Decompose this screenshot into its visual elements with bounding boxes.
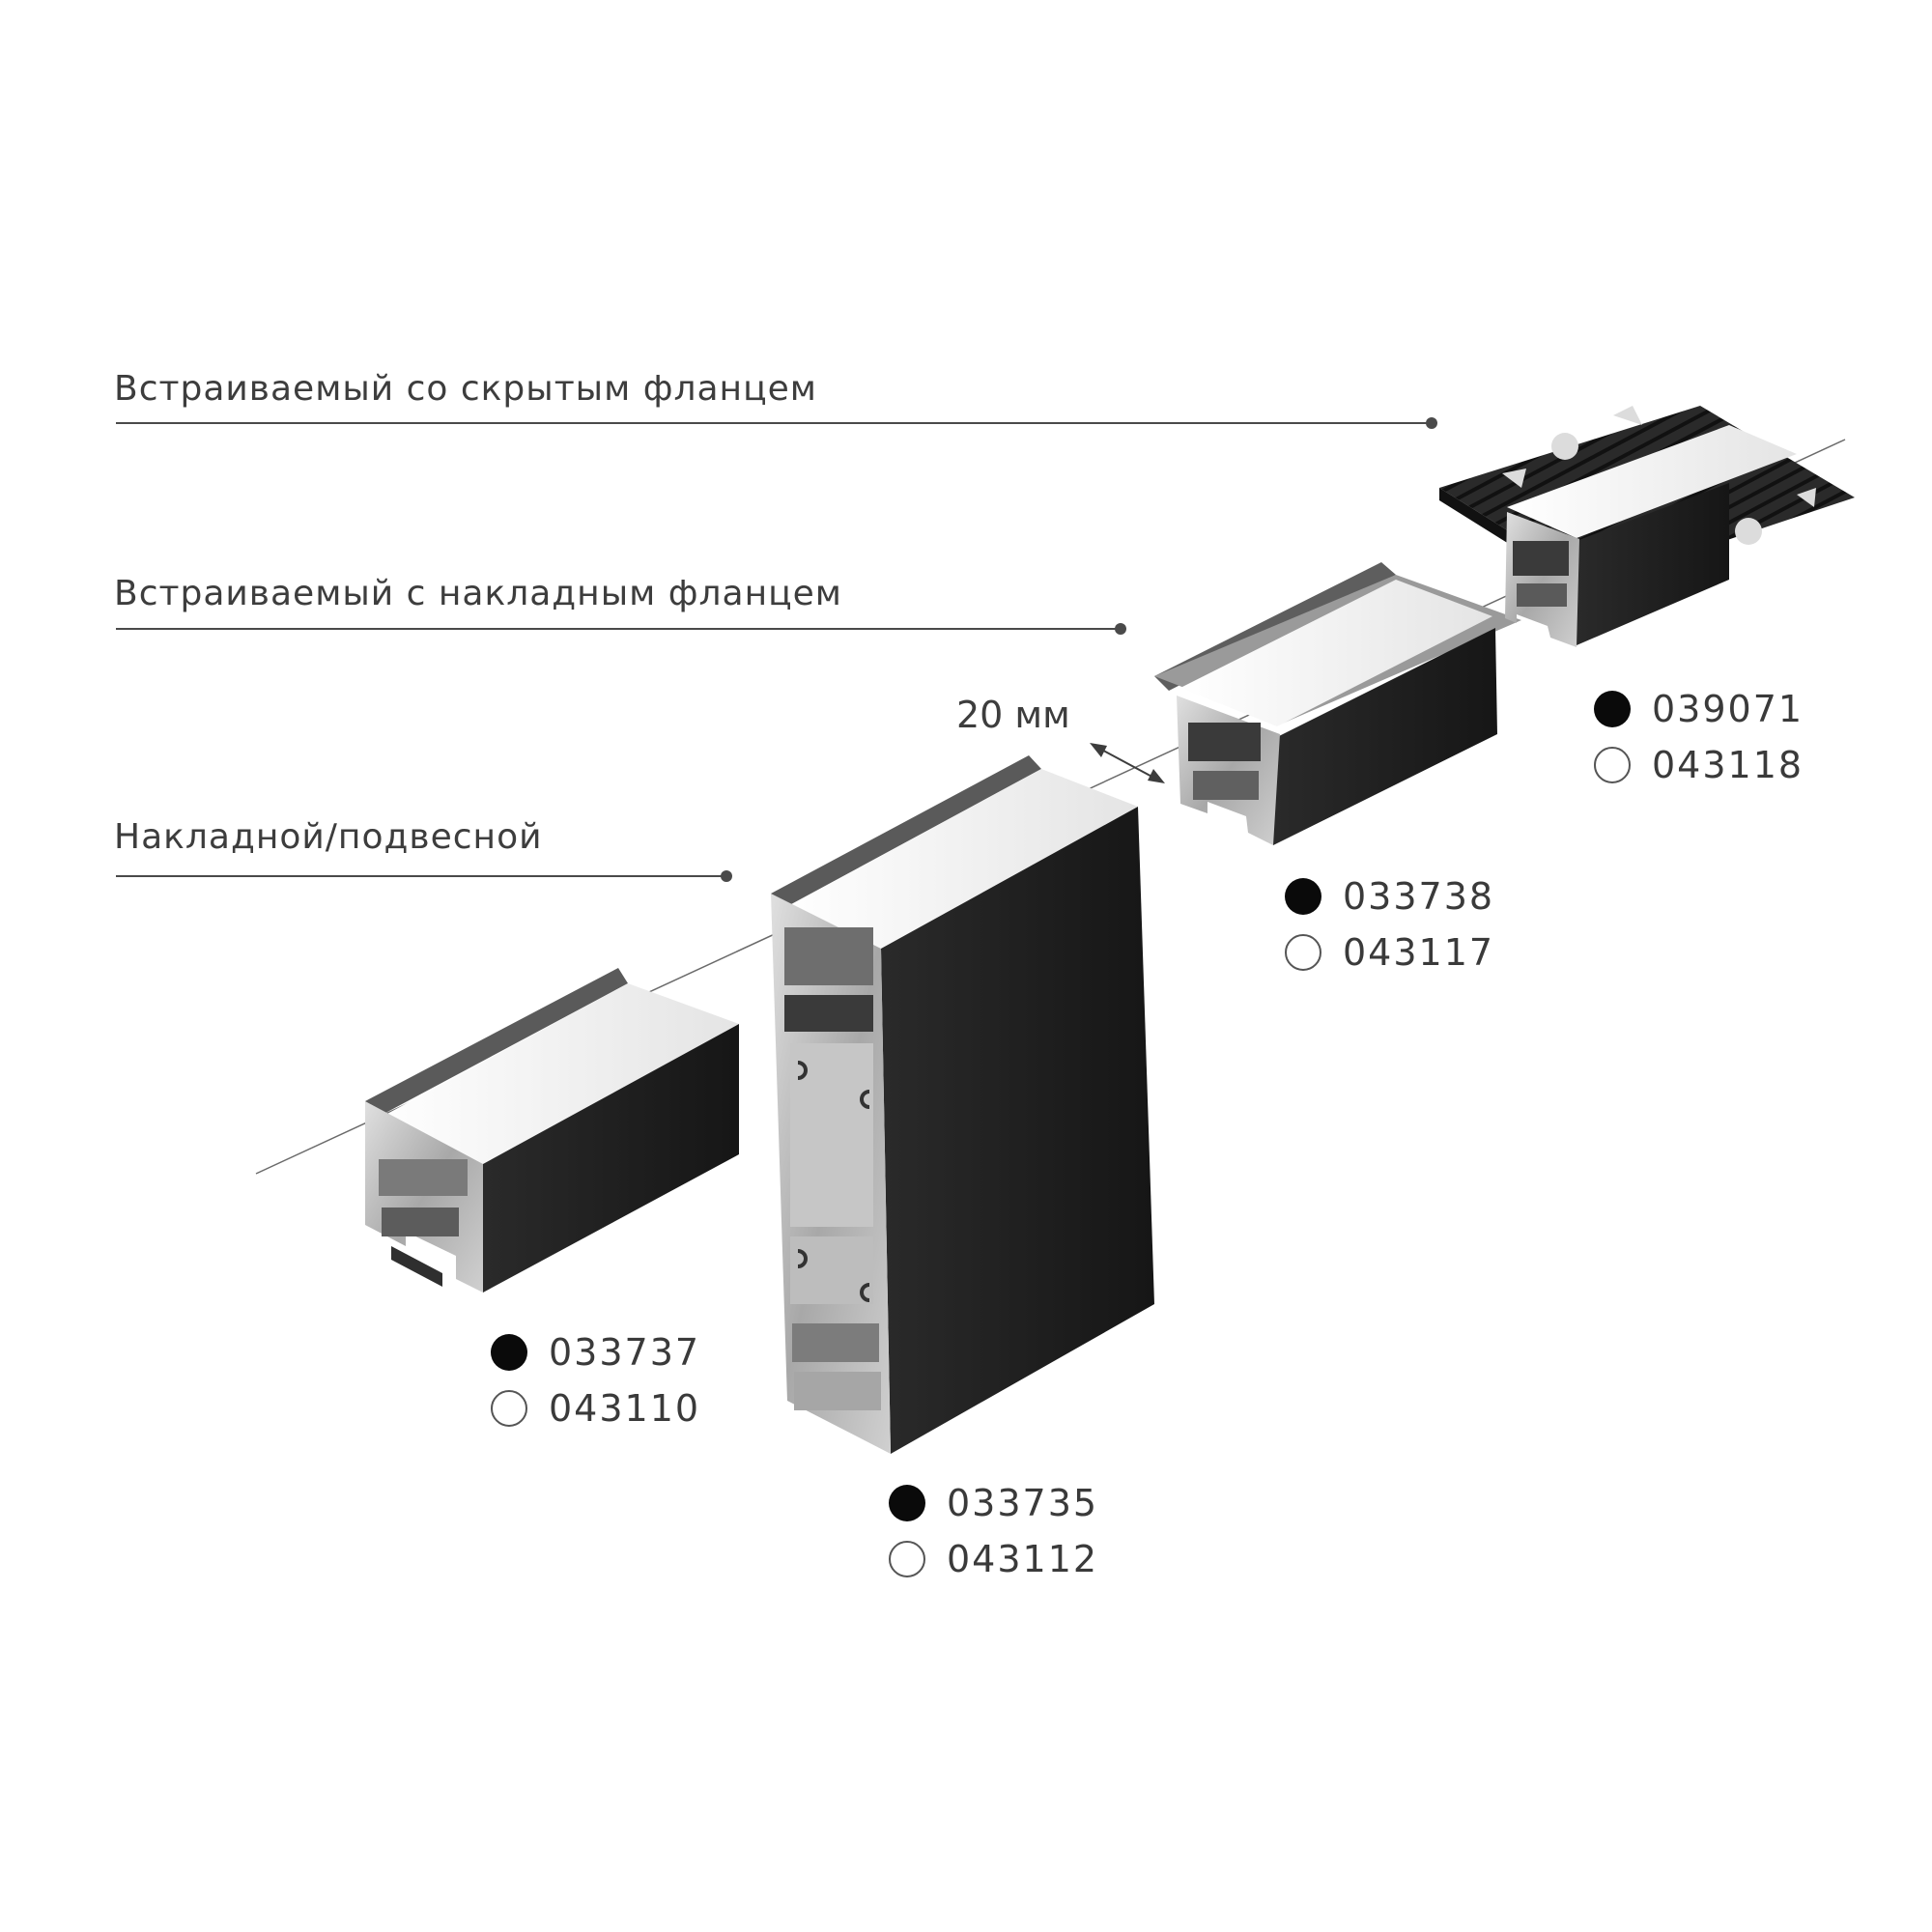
article-code: 039071 xyxy=(1652,688,1804,730)
caption-hidden-flange: Встраиваемый со скрытым фланцем xyxy=(114,369,817,409)
article-code: 033738 xyxy=(1343,875,1495,918)
leader-line-surface-suspended xyxy=(116,875,726,877)
profile-tall xyxy=(771,755,1154,1454)
leader-dot-surface-suspended xyxy=(721,870,732,882)
dimension-arrow xyxy=(1090,743,1165,783)
white-finish-swatch xyxy=(491,1390,527,1427)
profile-small xyxy=(365,968,739,1293)
article-code: 043112 xyxy=(947,1538,1099,1580)
leader-dot-hidden-flange xyxy=(1426,417,1437,429)
leader-line-hidden-flange xyxy=(116,422,1432,424)
leader-line-overlay-flange xyxy=(116,628,1121,630)
dimension-label: 20 мм xyxy=(956,694,1070,736)
code-row-small-white: 043110 xyxy=(491,1387,700,1430)
profile-hidden-flange xyxy=(1439,406,1855,647)
code-row-small-black: 033737 xyxy=(491,1331,700,1374)
leader-dot-overlay-flange xyxy=(1115,623,1126,635)
article-code: 043110 xyxy=(549,1387,701,1430)
code-row-overlay-black: 033738 xyxy=(1285,875,1494,918)
white-finish-swatch xyxy=(889,1541,925,1577)
code-row-overlay-white: 043117 xyxy=(1285,931,1494,974)
code-row-hidden-white: 043118 xyxy=(1594,744,1804,786)
black-finish-swatch xyxy=(1285,878,1321,915)
code-row-tall-black: 033735 xyxy=(889,1482,1098,1524)
code-row-hidden-black: 039071 xyxy=(1594,688,1804,730)
article-code: 043118 xyxy=(1652,744,1804,786)
black-finish-swatch xyxy=(889,1485,925,1521)
white-finish-swatch xyxy=(1594,747,1631,783)
code-row-tall-white: 043112 xyxy=(889,1538,1098,1580)
caption-overlay-flange: Встраиваемый с накладным фланцем xyxy=(114,574,842,613)
article-code: 043117 xyxy=(1343,931,1495,974)
white-finish-swatch xyxy=(1285,934,1321,971)
profile-overlay-flange xyxy=(1154,562,1521,845)
article-code: 033735 xyxy=(947,1482,1099,1524)
caption-surface-suspended: Накладной/подвесной xyxy=(114,817,543,857)
black-finish-swatch xyxy=(1594,691,1631,727)
article-code: 033737 xyxy=(549,1331,701,1374)
black-finish-swatch xyxy=(491,1334,527,1371)
